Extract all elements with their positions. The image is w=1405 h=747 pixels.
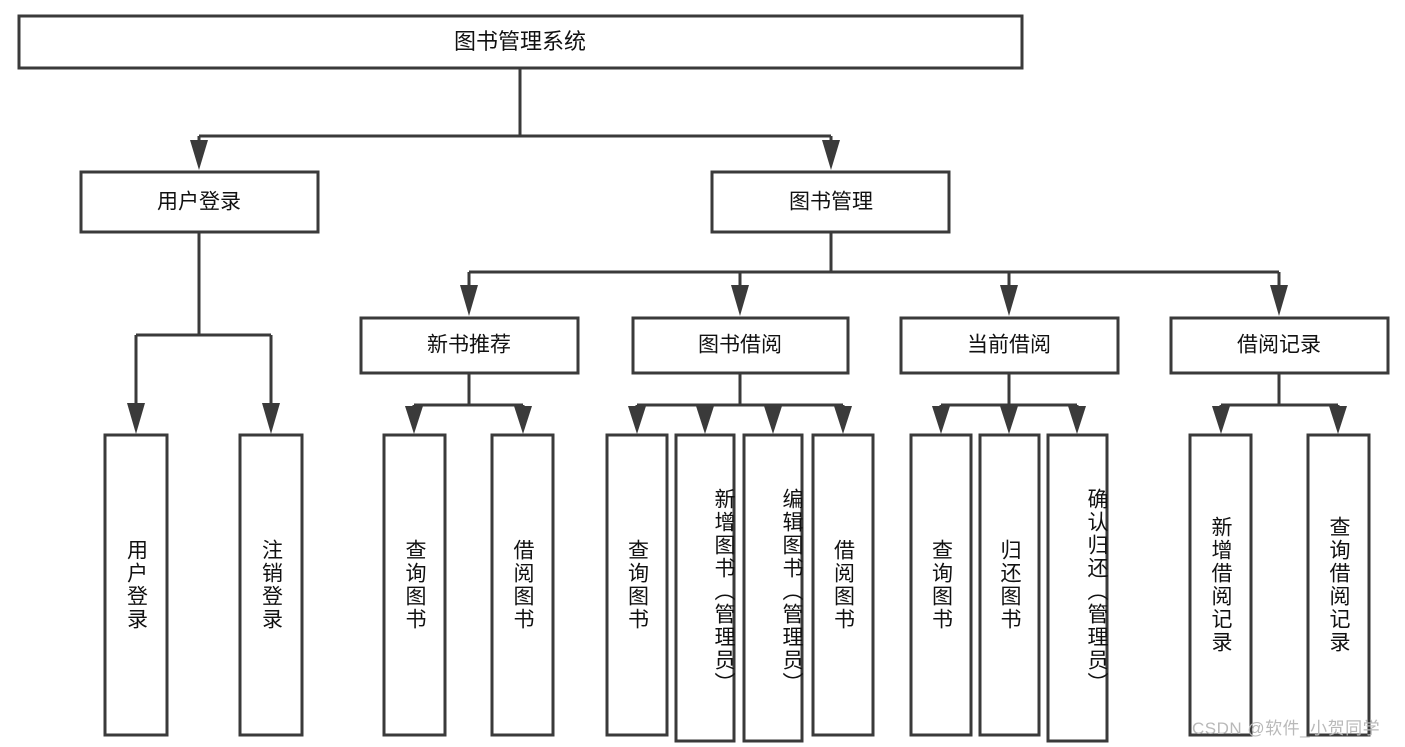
node-user-login-box[interactable] xyxy=(79,170,320,234)
leaf-box-query-record[interactable] xyxy=(1306,433,1371,737)
arrow-to-book-borrow xyxy=(731,285,749,316)
arrow-to-leaf-return-book xyxy=(1000,406,1018,434)
arrow-to-leaf-add-book xyxy=(696,406,714,434)
arrow-to-leaf-query-record xyxy=(1329,406,1347,434)
leaf-box-query-book-2[interactable] xyxy=(605,433,669,737)
arrow-to-leaf-borrow-book-2 xyxy=(834,406,852,434)
node-book-borrow[interactable]: 图书借阅 xyxy=(631,316,850,375)
node-user-login[interactable]: 用户登录 xyxy=(79,170,320,234)
node-root-label: 图书管理系统 xyxy=(454,29,586,54)
arrow-to-leaf-edit-book xyxy=(764,406,782,434)
node-current-borrow-box[interactable] xyxy=(899,316,1120,375)
node-new-book-recommend[interactable]: 新书推荐 xyxy=(359,316,580,375)
leaf-box-return-book[interactable] xyxy=(978,433,1041,737)
leaf-box-query-book-1[interactable] xyxy=(382,433,447,737)
node-new-book-recommend-label: 新书推荐 xyxy=(427,334,511,357)
leaf-box-borrow-book-1[interactable] xyxy=(490,433,555,737)
arrow-to-current-borrow xyxy=(1000,285,1018,316)
connector-current-borrow-to-leaves xyxy=(932,373,1086,434)
connector-user-login-to-leaves xyxy=(127,232,280,434)
node-borrow-record-label: 借阅记录 xyxy=(1237,334,1321,357)
connector-book-management-to-level2 xyxy=(460,232,1288,316)
leaf-box-borrow-book-2[interactable] xyxy=(811,433,875,737)
arrow-to-borrow-record xyxy=(1270,285,1288,316)
node-root[interactable]: 图书管理系统 xyxy=(17,14,1024,70)
node-book-management-label: 图书管理 xyxy=(789,191,873,214)
csdn-watermark: CSDN @软件_小贺同学 xyxy=(1192,719,1381,738)
arrow-to-leaf-add-record xyxy=(1212,406,1230,434)
leaf-box-user-logout[interactable] xyxy=(238,433,304,737)
connector-root-to-level1 xyxy=(190,68,840,170)
node-user-login-label: 用户登录 xyxy=(157,191,241,214)
leaf-box-add-book[interactable] xyxy=(674,433,736,743)
arrow-to-leaf-confirm-return xyxy=(1068,406,1086,434)
node-book-borrow-label: 图书借阅 xyxy=(698,334,782,357)
node-root-box[interactable] xyxy=(17,14,1024,70)
connector-book-borrow-to-leaves xyxy=(628,373,852,434)
leaf-box-add-record[interactable] xyxy=(1188,433,1253,737)
node-current-borrow-label: 当前借阅 xyxy=(967,334,1051,357)
connector-new-book-recommend-to-leaves xyxy=(405,373,532,434)
node-book-management[interactable]: 图书管理 xyxy=(710,170,951,234)
connector-borrow-record-to-leaves xyxy=(1212,373,1347,434)
leaf-box-confirm-return[interactable] xyxy=(1046,433,1109,743)
arrow-to-user-login xyxy=(190,140,208,170)
leaf-box-query-book-3[interactable] xyxy=(909,433,973,737)
node-borrow-record[interactable]: 借阅记录 xyxy=(1169,316,1390,375)
arrow-to-leaf-borrow-book-1 xyxy=(514,406,532,434)
node-current-borrow[interactable]: 当前借阅 xyxy=(899,316,1120,375)
arrow-to-leaf-user-login xyxy=(127,403,145,434)
arrow-to-leaf-query-book-3 xyxy=(932,406,950,434)
arrow-to-new-book-recommend xyxy=(460,285,478,316)
arrow-to-leaf-query-book-1 xyxy=(405,406,423,434)
node-new-book-recommend-box[interactable] xyxy=(359,316,580,375)
arrow-to-book-management xyxy=(822,140,840,170)
arrow-to-leaf-query-book-2 xyxy=(628,406,646,434)
arrow-to-leaf-user-logout xyxy=(262,403,280,434)
leaf-box-edit-book[interactable] xyxy=(742,433,804,743)
leaf-box-user-login[interactable] xyxy=(103,433,169,737)
